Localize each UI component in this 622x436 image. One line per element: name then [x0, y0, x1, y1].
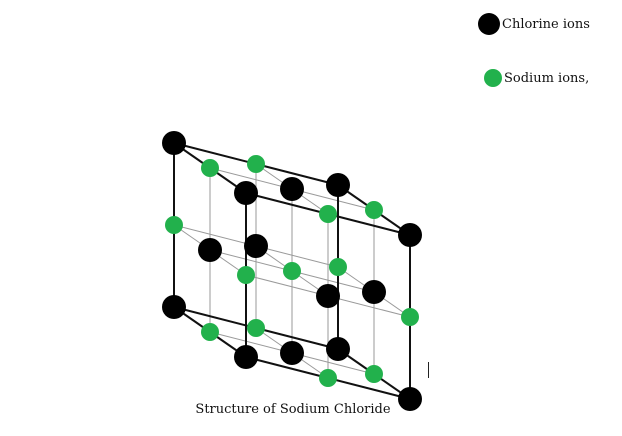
outer-cube-edge [173, 306, 257, 329]
chlorine-ion [198, 238, 222, 262]
sodium-ion [283, 262, 301, 280]
inner-lattice-edge [291, 270, 375, 293]
diagram-caption: Structure of Sodium Chloride [195, 402, 391, 417]
sodium-ion [201, 323, 219, 341]
inner-lattice-edge [173, 224, 257, 247]
chlorine-ion [244, 234, 268, 258]
chlorine-ion-swatch [478, 13, 500, 35]
sodium-ion [365, 365, 383, 383]
chlorine-ion [398, 223, 422, 247]
chlorine-ion [162, 295, 186, 319]
chlorine-ion [280, 341, 304, 365]
outer-cube-edge [245, 356, 329, 379]
legend-chlorine: Chlorine ions [478, 13, 590, 35]
chlorine-ion [398, 387, 422, 411]
inner-lattice-edge [291, 188, 375, 211]
chlorine-ion [162, 131, 186, 155]
outer-cube-edge [255, 163, 339, 186]
sodium-ion [365, 201, 383, 219]
chlorine-ion [234, 345, 258, 369]
outer-cube-edge [173, 142, 257, 165]
sodium-legend-label: Sodium ions, [504, 70, 590, 86]
outer-cube-edge [255, 327, 339, 350]
inner-lattice-edge [255, 245, 339, 268]
chlorine-ion [326, 173, 350, 197]
outer-cube-edge [327, 377, 411, 400]
sodium-ion [247, 319, 265, 337]
inner-lattice-edge [327, 295, 411, 318]
chlorine-legend-label: Chlorine ions [502, 16, 590, 32]
sodium-ion [201, 159, 219, 177]
sodium-ion [165, 216, 183, 234]
sodium-ion [329, 258, 347, 276]
sodium-ion [401, 308, 419, 326]
inner-lattice-edge [209, 331, 293, 354]
inner-lattice-edge [209, 167, 293, 190]
sodium-ion [319, 369, 337, 387]
outer-cube-edge [245, 192, 329, 215]
legend-sodium: Sodium ions, [484, 69, 589, 87]
sodium-ion [237, 266, 255, 284]
chlorine-ion [316, 284, 340, 308]
sodium-ion [247, 155, 265, 173]
sodium-ion-swatch [484, 69, 502, 87]
vertical-tick-mark [428, 362, 429, 378]
chlorine-ion [362, 280, 386, 304]
inner-lattice-edge [291, 352, 375, 375]
inner-lattice-edge [245, 274, 329, 297]
chlorine-ion [326, 337, 350, 361]
inner-lattice-edge [209, 249, 293, 272]
lattice-ions [162, 131, 422, 411]
chlorine-ion [280, 177, 304, 201]
sodium-ion [319, 205, 337, 223]
chlorine-ion [234, 181, 258, 205]
outer-cube-edge [327, 213, 411, 236]
